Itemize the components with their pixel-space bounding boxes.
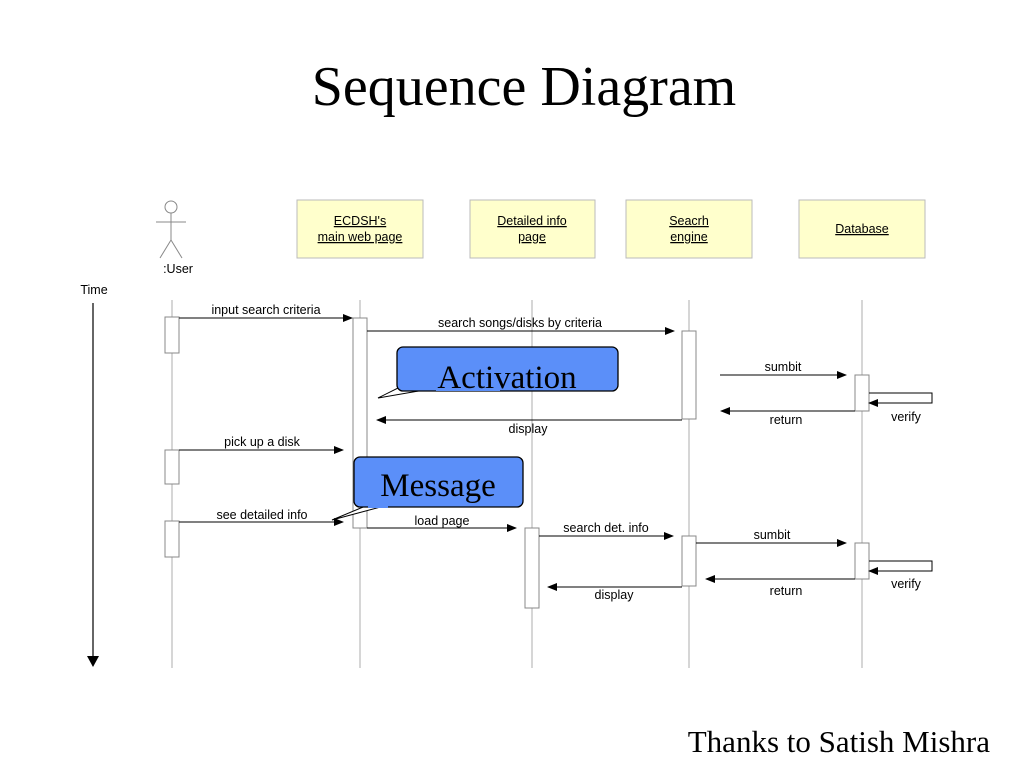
message-label: sumbit	[765, 360, 802, 374]
actor-label: :User	[163, 262, 193, 276]
participant-label-line1: Seacrh	[669, 214, 709, 228]
user-actor-icon	[156, 200, 186, 259]
activation-callout-box	[396, 346, 619, 392]
message-label: return	[770, 584, 803, 598]
message-callout: Message	[331, 456, 524, 521]
message-input-search-criteria: input search criteria	[179, 303, 353, 322]
activation-bar	[854, 374, 870, 412]
message-verify: verify	[868, 392, 933, 424]
slide-title: Sequence Diagram	[311, 56, 737, 118]
message-sumbit-2: sumbit	[696, 528, 847, 547]
message-label: return	[770, 413, 803, 427]
participant-database: Database	[798, 199, 926, 259]
message-label: display	[509, 422, 549, 436]
message-load-page: load page	[367, 514, 517, 532]
participant-search-engine: Seacrh engine	[625, 199, 753, 259]
activation-callout: Activation	[377, 346, 619, 399]
participant-main-web-page: ECDSH's main web page	[296, 199, 424, 259]
activation-bar	[524, 527, 540, 609]
message-label: load page	[415, 514, 470, 528]
message-pick-up-a-disk: pick up a disk	[179, 435, 344, 454]
activation-bar	[164, 520, 180, 558]
credit-text: Thanks to Satish Mishra	[687, 724, 990, 759]
participant-detailed-info-page: Detailed info page	[469, 199, 596, 259]
message-label: sumbit	[754, 528, 791, 542]
message-search-det-info: search det. info	[539, 521, 674, 540]
activation-bar	[164, 449, 180, 485]
message-label: display	[595, 588, 635, 602]
message-verify-2: verify	[868, 560, 933, 591]
message-callout-box	[353, 456, 524, 508]
message-return-2: return	[705, 575, 855, 598]
participant-label: Database	[835, 222, 889, 236]
message-label: verify	[891, 577, 922, 591]
activation-bar	[681, 330, 697, 420]
message-label: pick up a disk	[224, 435, 300, 449]
message-search-songs: search songs/disks by criteria	[367, 316, 675, 335]
message-label: search det. info	[563, 521, 649, 535]
participant-label-line2: engine	[670, 230, 708, 244]
message-sumbit: sumbit	[720, 360, 847, 379]
message-label: verify	[891, 410, 922, 424]
message-return: return	[720, 407, 855, 427]
message-display: display	[376, 416, 682, 436]
participant-label-line2: page	[518, 230, 546, 244]
activation-bar	[854, 542, 870, 580]
time-axis-arrowhead	[87, 656, 99, 667]
time-label: Time	[80, 283, 107, 297]
message-display-2: display	[547, 583, 682, 602]
activation-bar	[681, 535, 697, 587]
participant-label-line2: main web page	[318, 230, 403, 244]
message-callout-label: Message	[380, 468, 495, 504]
activation-bar	[164, 316, 180, 354]
message-label: input search criteria	[211, 303, 320, 317]
participant-label-line1: ECDSH's	[334, 214, 386, 228]
message-see-detailed-info: see detailed info	[179, 508, 344, 526]
participant-label-line1: Detailed info	[497, 214, 567, 228]
activation-callout-label: Activation	[437, 360, 576, 396]
message-label: search songs/disks by criteria	[438, 316, 602, 330]
message-label: see detailed info	[216, 508, 307, 522]
